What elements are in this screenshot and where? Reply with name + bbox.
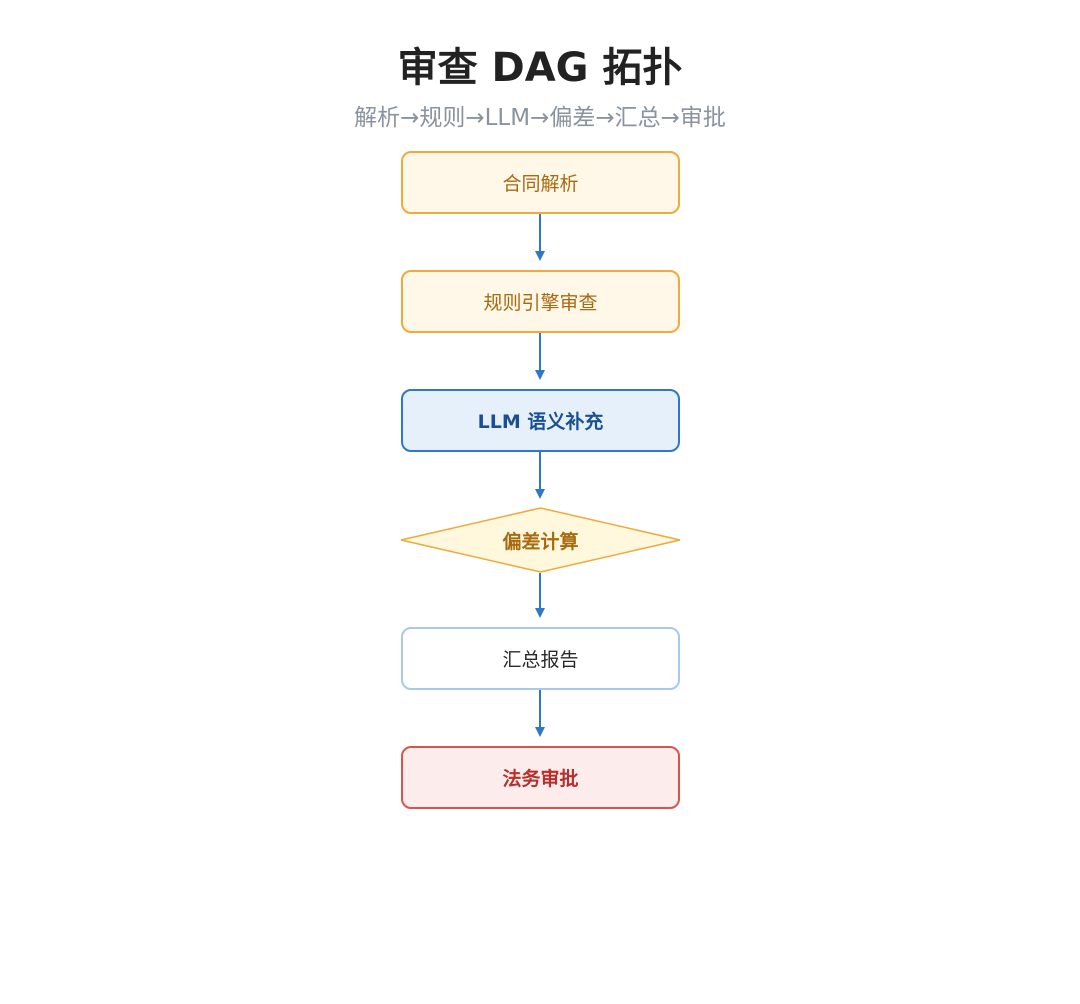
node-contract-parse[interactable]: 合同解析 [401, 151, 680, 214]
diagram-subtitle: 解析→规则→LLM→偏差→汇总→审批 [354, 105, 726, 131]
node-rule-engine-review-label: 规则引擎审查 [483, 292, 598, 314]
node-legal-approval[interactable]: 法务审批 [401, 746, 680, 809]
node-summary-report[interactable]: 汇总报告 [401, 627, 680, 690]
node-deviation-calc-label: 偏差计算 [502, 530, 579, 553]
node-rule-engine-review[interactable]: 规则引擎审查 [401, 270, 680, 333]
node-llm-semantic-supplement[interactable]: LLM 语义补充 [401, 389, 680, 452]
node-contract-parse-label: 合同解析 [502, 173, 579, 195]
diagram-title: 审查 DAG 拓扑 [397, 45, 683, 91]
node-deviation-calc[interactable]: 偏差计算 [400, 507, 681, 573]
node-legal-approval-label: 法务审批 [502, 768, 579, 790]
node-summary-report-label: 汇总报告 [502, 649, 579, 671]
decision-diamond-shape [400, 507, 681, 573]
node-llm-semantic-supplement-label: LLM 语义补充 [477, 411, 604, 433]
